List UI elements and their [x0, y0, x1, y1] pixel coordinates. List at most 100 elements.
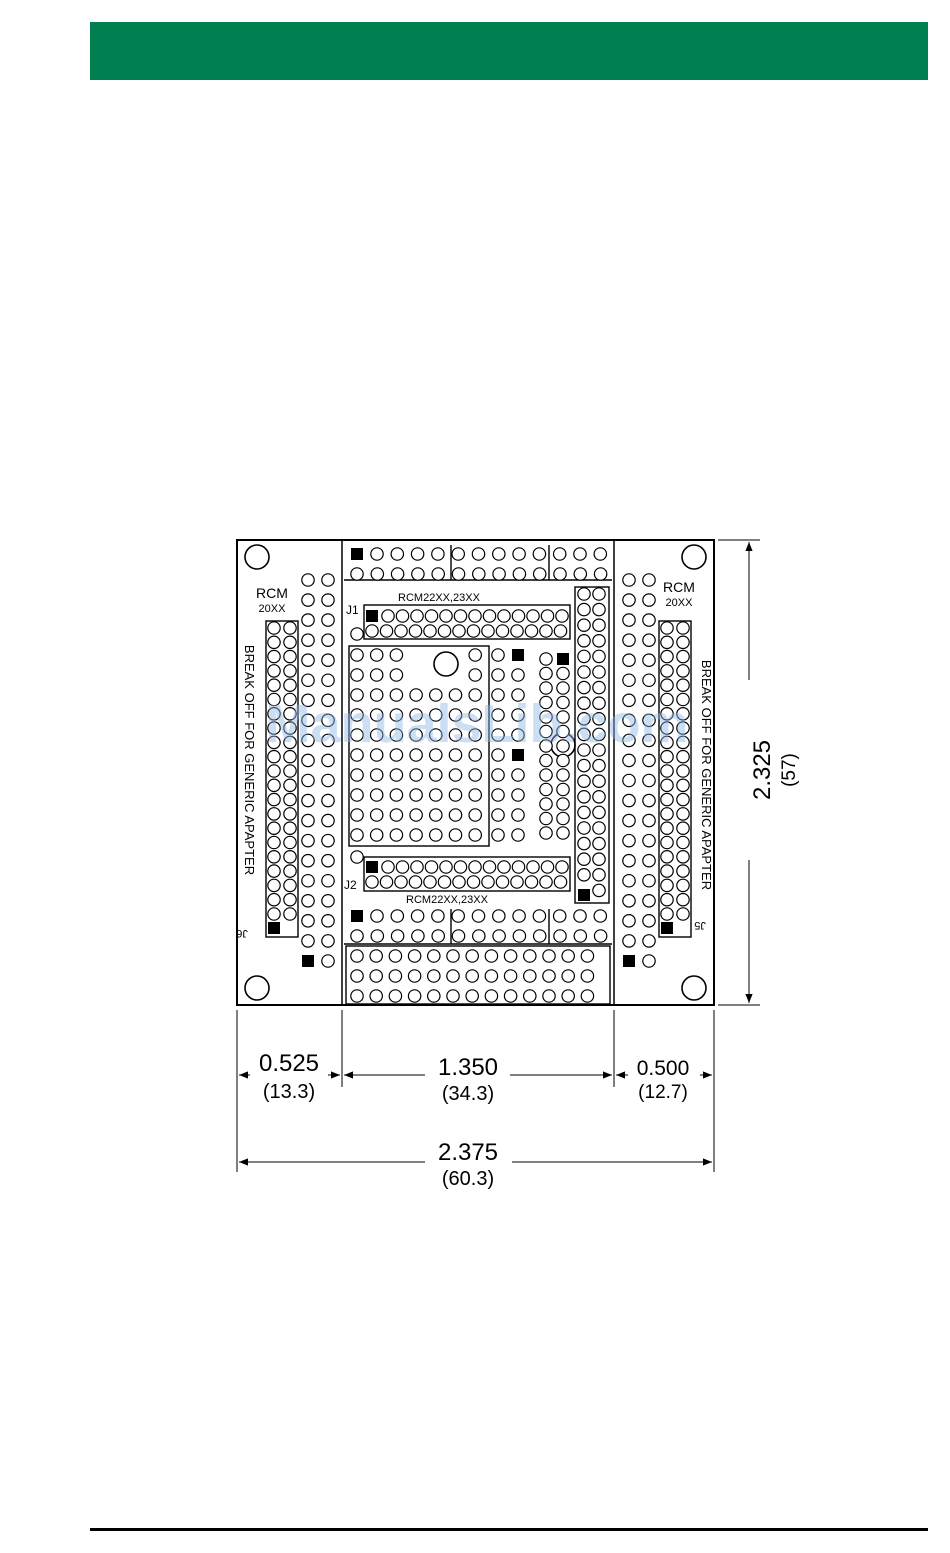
pad [268, 793, 280, 805]
pad [371, 910, 383, 922]
pad [643, 855, 655, 867]
pad [268, 908, 280, 920]
pad [543, 990, 555, 1002]
pad [351, 950, 363, 962]
pad [370, 990, 382, 1002]
pad [492, 809, 504, 821]
pad [469, 610, 481, 622]
pad [482, 625, 494, 637]
pad [574, 568, 586, 580]
pad [661, 679, 673, 691]
pad [322, 594, 334, 606]
pad [389, 970, 401, 982]
pad [410, 769, 422, 781]
pad [643, 794, 655, 806]
pad [371, 669, 383, 681]
pad [371, 789, 383, 801]
pad [554, 930, 566, 942]
pad [428, 950, 440, 962]
pad [366, 625, 378, 637]
pad [593, 884, 605, 896]
pad [581, 970, 593, 982]
pad [447, 970, 459, 982]
pad [593, 681, 605, 693]
pad [469, 829, 481, 841]
pad [466, 970, 478, 982]
pad [593, 791, 605, 803]
pad [412, 568, 424, 580]
watermark: ManualsLib.com [265, 694, 688, 754]
pad [498, 610, 510, 622]
pad [643, 774, 655, 786]
footer-rule [90, 1528, 928, 1531]
pad [351, 568, 363, 580]
pad [391, 568, 403, 580]
pad [504, 990, 516, 1002]
pad [482, 876, 494, 888]
pad [557, 827, 569, 839]
pad [554, 876, 566, 888]
pad [677, 622, 689, 634]
pad [409, 876, 421, 888]
pad [390, 829, 402, 841]
pad [496, 625, 508, 637]
pad [302, 674, 314, 686]
break-off-right-label: BREAK OFF FOR GENERIC APAPTER [699, 660, 714, 890]
pad [449, 809, 461, 821]
pad [302, 754, 314, 766]
pad [483, 861, 495, 873]
pad [623, 794, 635, 806]
pad [578, 666, 590, 678]
pad [661, 636, 673, 648]
pad [492, 829, 504, 841]
pad [284, 879, 296, 891]
pad [512, 789, 524, 801]
pad [623, 614, 635, 626]
pad [527, 861, 539, 873]
pad [473, 930, 485, 942]
pad [396, 610, 408, 622]
pad [449, 829, 461, 841]
pad [452, 910, 464, 922]
pad [284, 779, 296, 791]
pad [268, 851, 280, 863]
pad [677, 894, 689, 906]
pad [643, 754, 655, 766]
pad [593, 759, 605, 771]
pad [284, 793, 296, 805]
pad [677, 808, 689, 820]
pad [527, 610, 539, 622]
pad [534, 568, 546, 580]
pad [512, 610, 524, 622]
pad [623, 875, 635, 887]
j5-label: J5 [694, 919, 706, 931]
pad [390, 789, 402, 801]
pad [449, 769, 461, 781]
mounting-hole-bottom-left [245, 976, 269, 1000]
pad [677, 779, 689, 791]
pad [661, 822, 673, 834]
pin1-pad [661, 922, 673, 934]
pad [284, 679, 296, 691]
pad [543, 950, 555, 962]
pad [578, 603, 590, 615]
pad [366, 876, 378, 888]
pad [574, 548, 586, 560]
pad [428, 990, 440, 1002]
pad [677, 793, 689, 805]
pad [554, 625, 566, 637]
pad [554, 548, 566, 560]
pad [643, 594, 655, 606]
pad [540, 625, 552, 637]
mounting-hole-bottom-right [682, 976, 706, 1000]
pad [578, 775, 590, 787]
pad [677, 836, 689, 848]
pad [322, 794, 334, 806]
pad [578, 822, 590, 834]
pad [511, 876, 523, 888]
pad [594, 910, 606, 922]
pad [425, 610, 437, 622]
pad [302, 895, 314, 907]
pad [284, 636, 296, 648]
